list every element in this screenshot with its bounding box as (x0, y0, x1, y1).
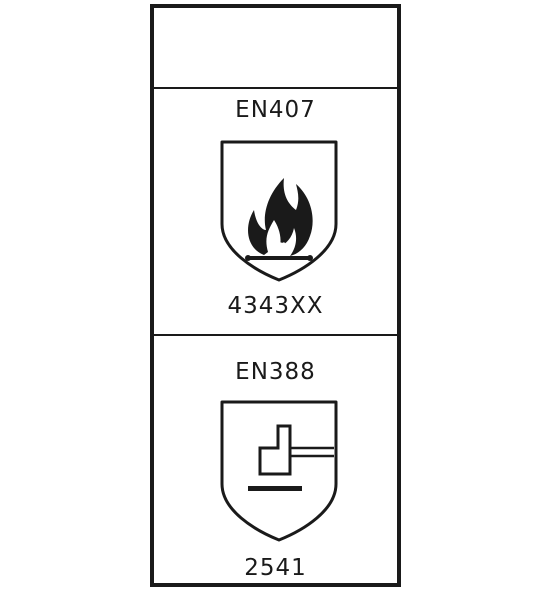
standard-en388-rating: 2541 (244, 555, 307, 581)
standard-en407-title: EN407 (235, 97, 316, 123)
standard-en407-rating: 4343XX (227, 293, 324, 319)
hammer-shield-icon (220, 400, 338, 542)
section-divider-top (154, 87, 397, 89)
section-divider-middle (154, 334, 397, 336)
flame-shield-icon (220, 140, 338, 282)
safety-label-card: EN407 4343XX EN388 2541 (150, 4, 401, 587)
standard-en388-title: EN388 (235, 359, 316, 385)
